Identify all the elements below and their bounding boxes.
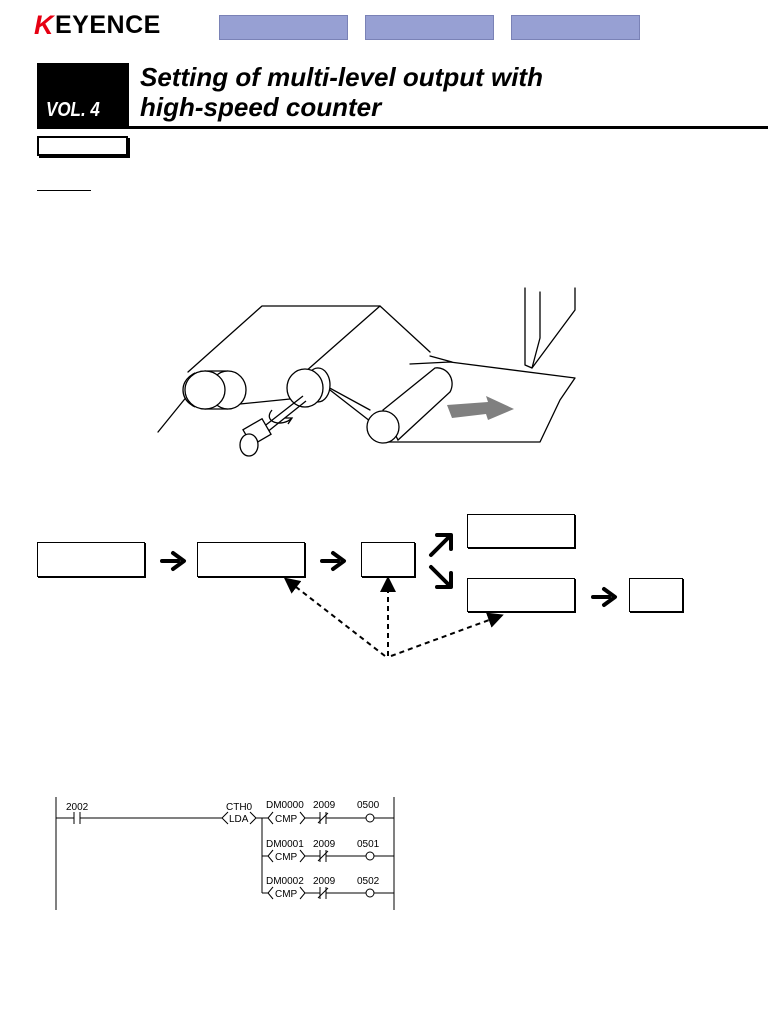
flow-box-6 [629,578,683,612]
row-2-dm: DM0001 [266,839,304,850]
row-1-cmp: CMP [275,814,298,825]
page-title-line-2: high-speed counter [140,92,382,122]
flow-box-1 [37,542,145,577]
title-rule [37,126,768,129]
nav-tab-2[interactable] [365,15,494,40]
row-3-relay: 2009 [313,876,336,887]
row-2-cmp: CMP [275,852,298,863]
logo-text: EYENCE [55,10,161,39]
row-3-output: 0502 [357,876,380,887]
flow-box-3 [361,542,415,577]
row-3-cmp: CMP [275,889,298,900]
row-1-relay: 2009 [313,800,336,811]
nav-tab-3[interactable] [511,15,640,40]
ladder-row-2 [262,849,394,863]
input-contact-label: 2002 [66,802,89,813]
flow-box-4 [467,514,575,548]
row-1-output: 0500 [357,800,380,811]
page-title-line-1: Setting of multi-level output with [140,62,543,92]
ladder-row-3 [262,886,394,900]
row-2-relay: 2009 [313,839,336,850]
nav-tab-1[interactable] [219,15,348,40]
volume-badge: VOL. 4 [37,63,129,127]
logo-mark: K [34,9,54,40]
flow-box-5 [467,578,575,612]
counter-label: CTH0 [226,802,253,813]
volume-label: VOL. 4 [46,99,100,121]
lda-label: LDA [229,814,249,825]
row-3-dm: DM0002 [266,876,304,887]
heading-underline [37,190,91,191]
page-title: Setting of multi-level output with high-… [140,62,700,122]
section-label-box [37,136,128,156]
ladder-row-1 [262,811,394,825]
row-1-dm: DM0000 [266,800,304,811]
row-2-output: 0501 [357,839,380,850]
flow-box-2 [197,542,305,577]
